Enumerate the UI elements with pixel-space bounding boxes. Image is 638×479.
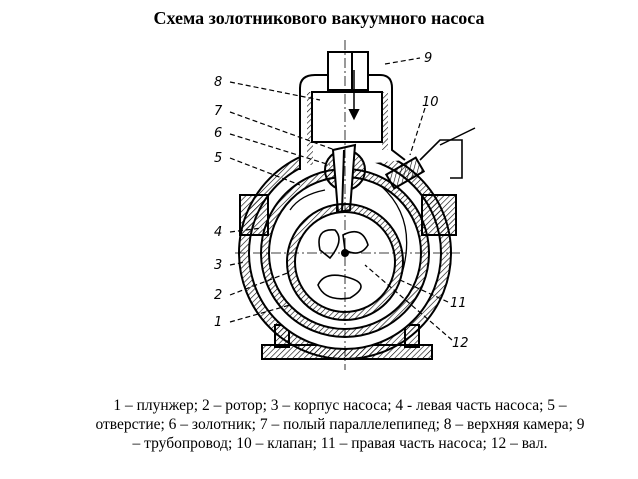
label-10: 10 (422, 95, 439, 110)
label-11: 11 (450, 296, 467, 311)
caption-line: отверстие; 6 – золотник; 7 – полый парал… (95, 416, 585, 433)
label-6: 6 (214, 126, 222, 141)
part-labels: 9 8 7 6 5 10 4 3 2 1 11 12 (214, 51, 469, 351)
caption-line: 1 – плунжер; 2 – ротор; 3 – корпус насос… (113, 397, 567, 414)
leader-lines (229, 57, 453, 341)
label-2: 2 (214, 288, 222, 303)
label-9: 9 (424, 51, 432, 66)
label-8: 8 (214, 75, 222, 90)
label-7: 7 (214, 104, 223, 119)
label-5: 5 (214, 151, 222, 166)
slide-title: Схема золотникового вакуумного насоса (153, 8, 485, 28)
pump-drawing (235, 40, 476, 370)
label-3: 3 (214, 258, 222, 273)
label-1: 1 (214, 315, 222, 330)
label-12: 12 (452, 336, 469, 351)
label-4: 4 (214, 225, 222, 240)
caption-line: – трубопровод; 10 – клапан; 11 – правая … (132, 435, 548, 452)
legend-caption: 1 – плунжер; 2 – ротор; 3 – корпус насос… (80, 396, 600, 453)
